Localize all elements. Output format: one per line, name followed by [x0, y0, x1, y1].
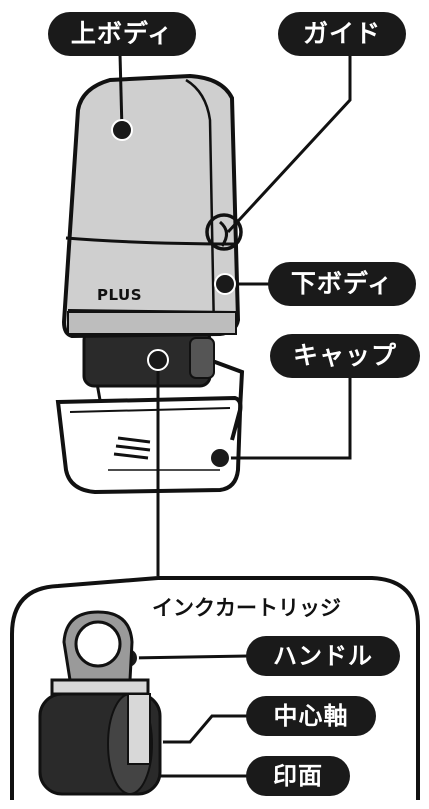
guide-label: ガイド [278, 12, 406, 56]
center-axis-label: 中心軸 [246, 696, 376, 736]
inset-panel [10, 576, 420, 800]
lower-body-label: 下ボディ [268, 262, 416, 306]
brand-logo: PLUS [97, 286, 143, 304]
cartridge-drawing [38, 610, 162, 796]
leader-lines [118, 53, 352, 778]
roller-drawing [82, 328, 215, 388]
stamp-body-drawing [61, 73, 243, 339]
cap-label: キャップ [270, 334, 420, 378]
upper-body-label: 上ボディ [48, 12, 196, 56]
cartridge-heading: インクカートリッジ [152, 596, 341, 620]
print-surface-label: 印面 [246, 756, 350, 796]
handle-label: ハンドル [246, 636, 400, 676]
